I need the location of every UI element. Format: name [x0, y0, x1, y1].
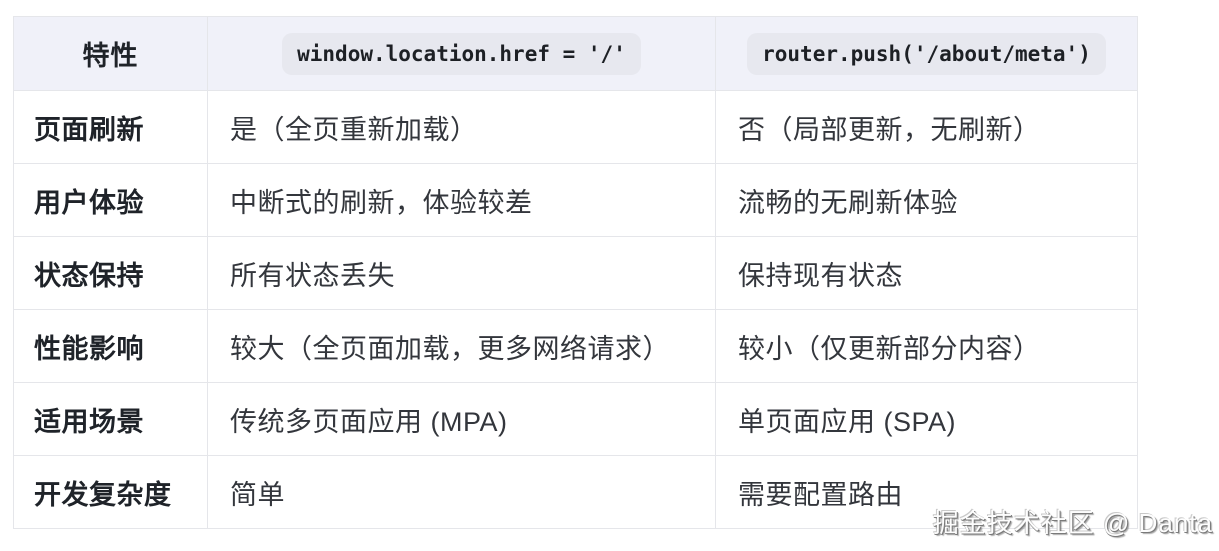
juejin-watermark: 掘金技术社区 @ Danta: [932, 508, 1213, 538]
table-row: 开发复杂度 简单 需要配置路由: [13, 455, 1138, 529]
table-row: 性能影响 较大（全页面加载，更多网络请求） 较小（仅更新部分内容）: [13, 309, 1138, 383]
router-column-header: router.push('/about/meta'): [715, 16, 1138, 91]
row-label-dev-complexity: 开发复杂度: [13, 455, 208, 529]
table-row: 适用场景 传统多页面应用 (MPA) 单页面应用 (SPA): [13, 382, 1138, 456]
href-code-pill: window.location.href = '/': [282, 32, 641, 75]
table-row: 页面刷新 是（全页重新加载） 否（局部更新，无刷新）: [13, 90, 1138, 164]
router-cell-state-keeping: 保持现有状态: [715, 236, 1138, 310]
table-row: 状态保持 所有状态丢失 保持现有状态: [13, 236, 1138, 310]
router-cell-user-experience: 流畅的无刷新体验: [715, 163, 1138, 237]
feature-column-header: 特性: [13, 16, 208, 91]
href-cell-user-experience: 中断式的刷新，体验较差: [207, 163, 716, 237]
router-cell-page-refresh: 否（局部更新，无刷新）: [715, 90, 1138, 164]
router-cell-performance: 较小（仅更新部分内容）: [715, 309, 1138, 383]
table-row: 用户体验 中断式的刷新，体验较差 流畅的无刷新体验: [13, 163, 1138, 237]
row-label-user-experience: 用户体验: [13, 163, 208, 237]
row-label-use-case: 适用场景: [13, 382, 208, 456]
router-cell-dev-complexity: 需要配置路由: [715, 455, 1138, 529]
href-cell-dev-complexity: 简单: [207, 455, 716, 529]
href-cell-page-refresh: 是（全页重新加载）: [207, 90, 716, 164]
row-label-page-refresh: 页面刷新: [13, 90, 208, 164]
table-header-row: 特性 window.location.href = '/' router.pus…: [13, 16, 1138, 91]
router-code-pill: router.push('/about/meta'): [747, 32, 1106, 75]
router-cell-use-case: 单页面应用 (SPA): [715, 382, 1138, 456]
navigation-comparison-table: 特性 window.location.href = '/' router.pus…: [13, 16, 1138, 529]
href-cell-use-case: 传统多页面应用 (MPA): [207, 382, 716, 456]
row-label-performance: 性能影响: [13, 309, 208, 383]
href-column-header: window.location.href = '/': [207, 16, 716, 91]
href-cell-performance: 较大（全页面加载，更多网络请求）: [207, 309, 716, 383]
href-cell-state-keeping: 所有状态丢失: [207, 236, 716, 310]
row-label-state-keeping: 状态保持: [13, 236, 208, 310]
